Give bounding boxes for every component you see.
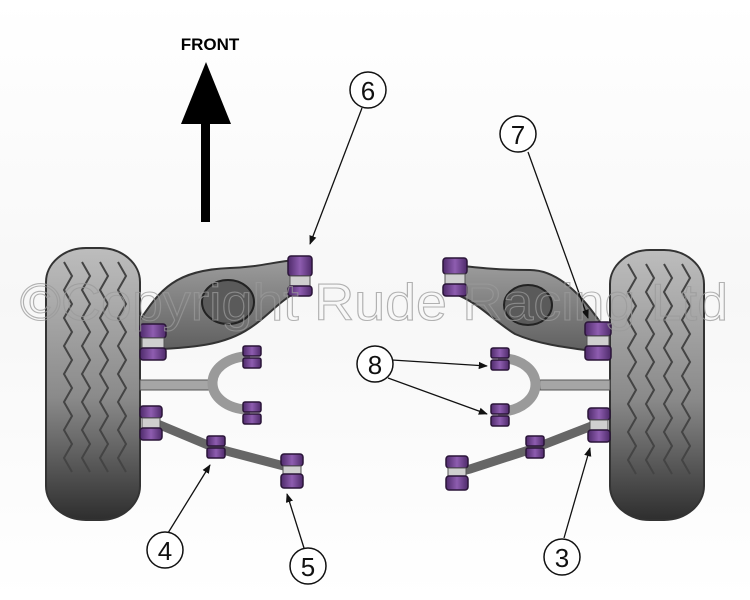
bush-3 xyxy=(587,407,611,443)
callout-7: 7 xyxy=(499,115,537,153)
bush-8-lower xyxy=(490,403,510,427)
callout-4: 4 xyxy=(146,531,184,569)
bush-left-lower-outer xyxy=(139,405,163,441)
bush-5 xyxy=(280,453,304,489)
callout-6-label: 6 xyxy=(361,76,375,106)
right-tie-rod xyxy=(539,379,611,391)
callout-8: 8 xyxy=(356,345,394,383)
bush-right-upper-inner xyxy=(442,257,468,297)
front-label: FRONT xyxy=(181,35,240,54)
right-tyre xyxy=(609,249,705,521)
leader-6 xyxy=(309,107,363,245)
left-tie-rod xyxy=(139,379,211,391)
right-anti-roll-bar xyxy=(497,353,541,417)
bush-left-arb-lower xyxy=(242,401,262,425)
bush-4 xyxy=(206,435,226,459)
callout-3-label: 3 xyxy=(555,543,569,573)
bush-right-lower-middle xyxy=(525,435,545,459)
watermark-text: ©Copyright Rude Racing Ltd xyxy=(20,274,728,332)
left-tyre xyxy=(45,247,141,521)
bush-left-arb-upper xyxy=(242,345,262,369)
leader-4 xyxy=(167,464,211,534)
callout-3: 3 xyxy=(543,538,581,576)
callout-7-label: 7 xyxy=(511,120,525,150)
callout-6: 6 xyxy=(349,71,387,109)
bush-7 xyxy=(584,321,612,361)
bush-left-upper-outer xyxy=(139,323,167,361)
leader-8a xyxy=(391,359,488,370)
bush-6-upper xyxy=(287,255,313,297)
left-anti-roll-bar xyxy=(207,351,251,415)
callout-8-label: 8 xyxy=(368,350,382,380)
front-arrow xyxy=(181,62,231,222)
bush-8-upper xyxy=(490,347,510,371)
bush-group xyxy=(139,255,612,491)
leader-7 xyxy=(527,151,589,319)
right-upper-arm xyxy=(454,263,601,354)
leader-8b xyxy=(387,377,488,415)
callout-5: 5 xyxy=(289,547,327,585)
bush-right-lower-inner xyxy=(445,455,469,491)
callout-5-label: 5 xyxy=(301,552,315,582)
leader-3 xyxy=(563,447,592,539)
leader-lines xyxy=(167,107,592,549)
leader-5 xyxy=(285,493,305,549)
callout-4-label: 4 xyxy=(158,536,172,566)
